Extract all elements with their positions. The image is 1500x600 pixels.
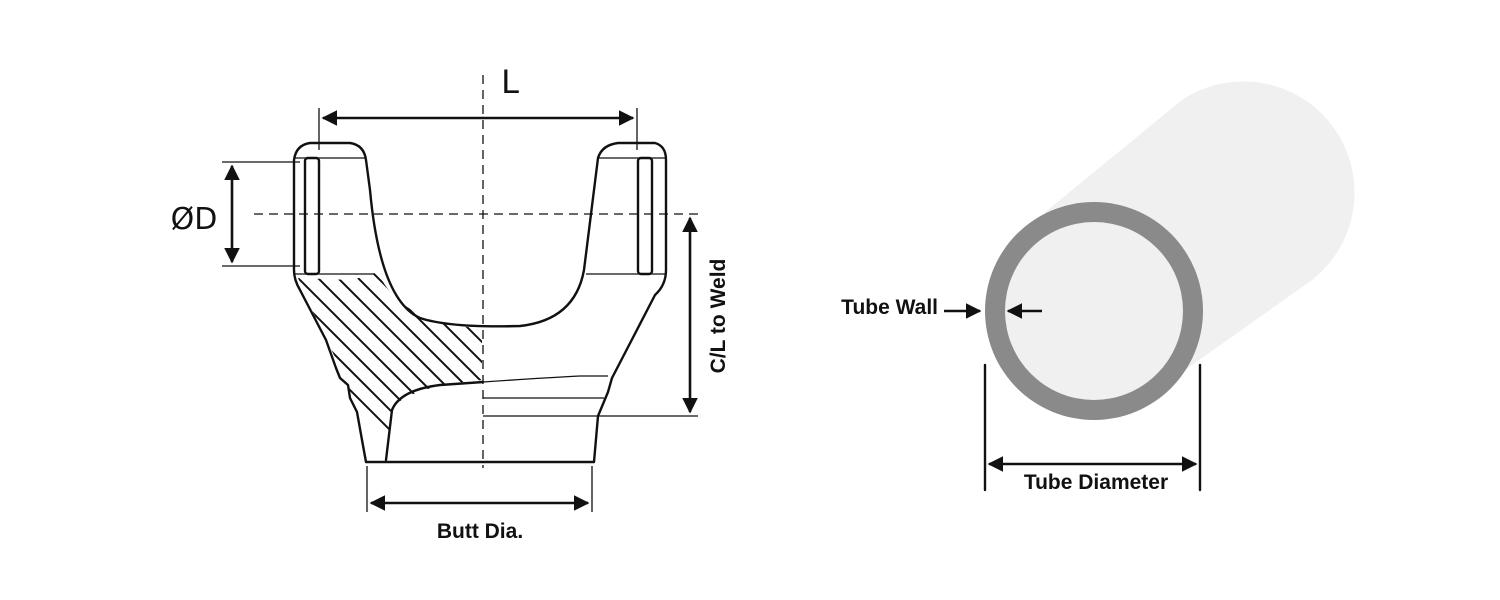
bore-label: ØD [171,202,218,237]
tube-wall-label: Tube Wall [841,296,938,319]
tube-inner-bore [1005,222,1183,400]
tube-back-end [1145,89,1335,303]
butt-label: Butt Dia. [437,520,523,543]
tube-drawing: Tube Wall Tube Diameter [841,81,1355,494]
length-label: L [501,63,519,101]
left-ear-bushing [303,156,321,276]
end-yoke-drawing: L ØD C/L to Weld Butt Dia. [171,63,730,543]
yoke-outline [292,141,668,464]
weld-label: C/L to Weld [707,259,730,374]
hatched-section [298,272,482,460]
tube-diameter-label: Tube Diameter [1024,471,1168,494]
right-ear-bushing [636,156,654,276]
